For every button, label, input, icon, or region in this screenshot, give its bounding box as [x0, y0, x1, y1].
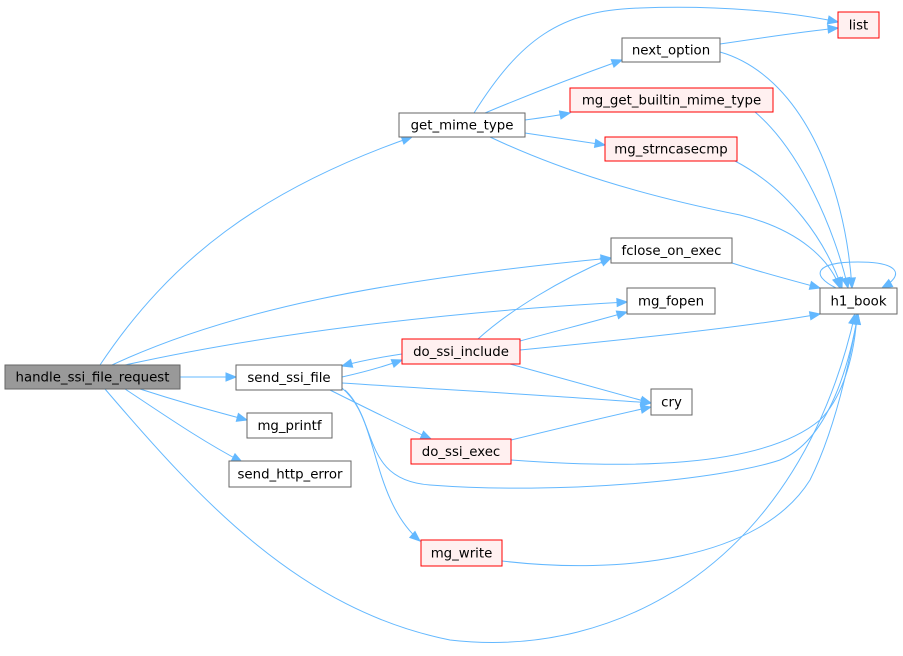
edge-do-ssi-include-to-send-ssi-file — [340, 353, 403, 368]
edge-mg-get-builtin-mime-type-to-h1-book — [754, 111, 851, 290]
node-mg-get-builtin-mime-type[interactable]: mg_get_builtin_mime_type — [569, 87, 774, 113]
edge-arrowhead — [593, 138, 607, 149]
edge-arrowhead — [340, 358, 354, 368]
edge-arrowhead — [615, 310, 629, 320]
edge-arrowhead — [880, 278, 894, 289]
node-mg-printf[interactable]: mg_printf — [246, 412, 333, 439]
edge-mg-strncasecmp-to-h1-book — [734, 160, 843, 290]
edge-arrowhead — [827, 24, 840, 34]
node-label-handle-ssi-file-request: handle_ssi_file_request — [16, 371, 170, 386]
edge-arrowhead — [610, 59, 624, 68]
edge-do-ssi-include-to-mg-fopen — [519, 310, 629, 342]
edge-arrowhead — [225, 372, 238, 382]
node-send-http-error[interactable]: send_http_error — [228, 460, 352, 488]
edge-arrowhead — [639, 404, 653, 414]
node-label-mg-printf: mg_printf — [257, 419, 321, 434]
node-label-next-option: next_option — [632, 44, 710, 59]
edge-handle-ssi-file-request-to-get-mime-type — [99, 135, 414, 366]
edge-get-mime-type-to-list — [473, 6, 840, 114]
edge-arrowhead — [390, 359, 404, 369]
node-label-cry: cry — [661, 396, 682, 411]
edge-arrowhead — [639, 395, 653, 405]
edge-arrowhead — [599, 257, 613, 267]
edge-do-ssi-exec-to-cry — [510, 404, 653, 441]
edge-arrowhead — [808, 311, 822, 321]
node-label-get-mime-type: get_mime_type — [411, 119, 514, 134]
edge-arrowhead — [826, 15, 840, 25]
node-do-ssi-include[interactable]: do_ssi_include — [401, 338, 521, 365]
edge-arrowhead — [808, 280, 822, 290]
edge-h1-book-to-h1-book — [819, 261, 897, 289]
edge-do-ssi-include-to-cry — [509, 363, 653, 405]
node-next-option[interactable]: next_option — [621, 37, 721, 63]
node-mg-fopen[interactable]: mg_fopen — [626, 287, 716, 315]
edge-send-ssi-file-to-do-ssi-include — [341, 359, 404, 378]
edge-arrowhead — [400, 135, 414, 145]
node-label-mg-get-builtin-mime-type: mg_get_builtin_mime_type — [582, 94, 761, 109]
edge-get-mime-type-to-mg-get-builtin-mime-type — [524, 110, 572, 121]
edge-arrowhead — [834, 276, 843, 290]
node-cry[interactable]: cry — [650, 388, 693, 416]
node-handle-ssi-file-request[interactable]: handle_ssi_file_request — [4, 364, 181, 390]
edge-arrowhead — [558, 110, 572, 120]
edge-send-ssi-file-to-do-ssi-exec — [329, 389, 433, 440]
node-label-mg-fopen: mg_fopen — [638, 295, 704, 310]
edge-handle-ssi-file-request-to-mg-printf — [139, 388, 249, 422]
node-h1-book[interactable]: h1_book — [819, 287, 898, 315]
node-send-ssi-file[interactable]: send_ssi_file — [235, 364, 343, 391]
node-label-do-ssi-exec: do_ssi_exec — [422, 445, 501, 460]
edge-do-ssi-include-to-fclose-on-exec — [477, 257, 613, 340]
edge-handle-ssi-file-request-to-mg-fopen — [124, 297, 629, 366]
edge-send-ssi-file-to-cry — [341, 382, 653, 407]
edges-layer — [99, 6, 897, 643]
edge-mg-write-to-h1-book — [501, 312, 861, 567]
edge-do-ssi-include-to-h1-book — [519, 311, 822, 351]
edge-arrowhead — [419, 430, 433, 440]
node-label-mg-strncasecmp: mg_strncasecmp — [614, 143, 727, 158]
node-mg-strncasecmp[interactable]: mg_strncasecmp — [604, 136, 738, 162]
edge-arrowhead — [616, 297, 629, 308]
edge-send-ssi-file-to-mg-write — [344, 389, 422, 542]
node-label-mg-write: mg_write — [431, 547, 493, 562]
node-list[interactable]: list — [837, 11, 880, 39]
nodes-layer: handle_ssi_file_request get_mime_type ne… — [4, 11, 898, 567]
edge-next-option-to-list — [719, 24, 840, 45]
edge-get-mime-type-to-next-option — [484, 59, 624, 114]
node-label-send-ssi-file: send_ssi_file — [247, 371, 330, 386]
node-mg-write[interactable]: mg_write — [420, 539, 503, 567]
node-do-ssi-exec[interactable]: do_ssi_exec — [410, 438, 512, 465]
edge-handle-ssi-file-request-to-send-http-error — [124, 388, 244, 463]
node-label-list: list — [849, 19, 869, 34]
edge-arrowhead — [408, 530, 422, 542]
node-get-mime-type[interactable]: get_mime_type — [398, 112, 526, 138]
node-label-do-ssi-include: do_ssi_include — [413, 345, 509, 360]
edge-handle-ssi-file-request-to-send-ssi-file — [180, 372, 238, 382]
edge-fclose-on-exec-to-h1-book — [731, 262, 822, 290]
node-label-fclose-on-exec: fclose_on_exec — [622, 244, 722, 259]
edge-get-mime-type-to-mg-strncasecmp — [524, 132, 607, 149]
node-label-send-http-error: send_http_error — [237, 468, 343, 483]
edge-arrowhead — [841, 276, 851, 290]
edge-arrowhead — [235, 412, 249, 422]
node-fclose-on-exec[interactable]: fclose_on_exec — [610, 237, 733, 264]
edge-next-option-to-h1-book — [719, 51, 857, 290]
edge-arrowhead — [851, 312, 861, 326]
node-label-h1-book: h1_book — [830, 295, 886, 310]
